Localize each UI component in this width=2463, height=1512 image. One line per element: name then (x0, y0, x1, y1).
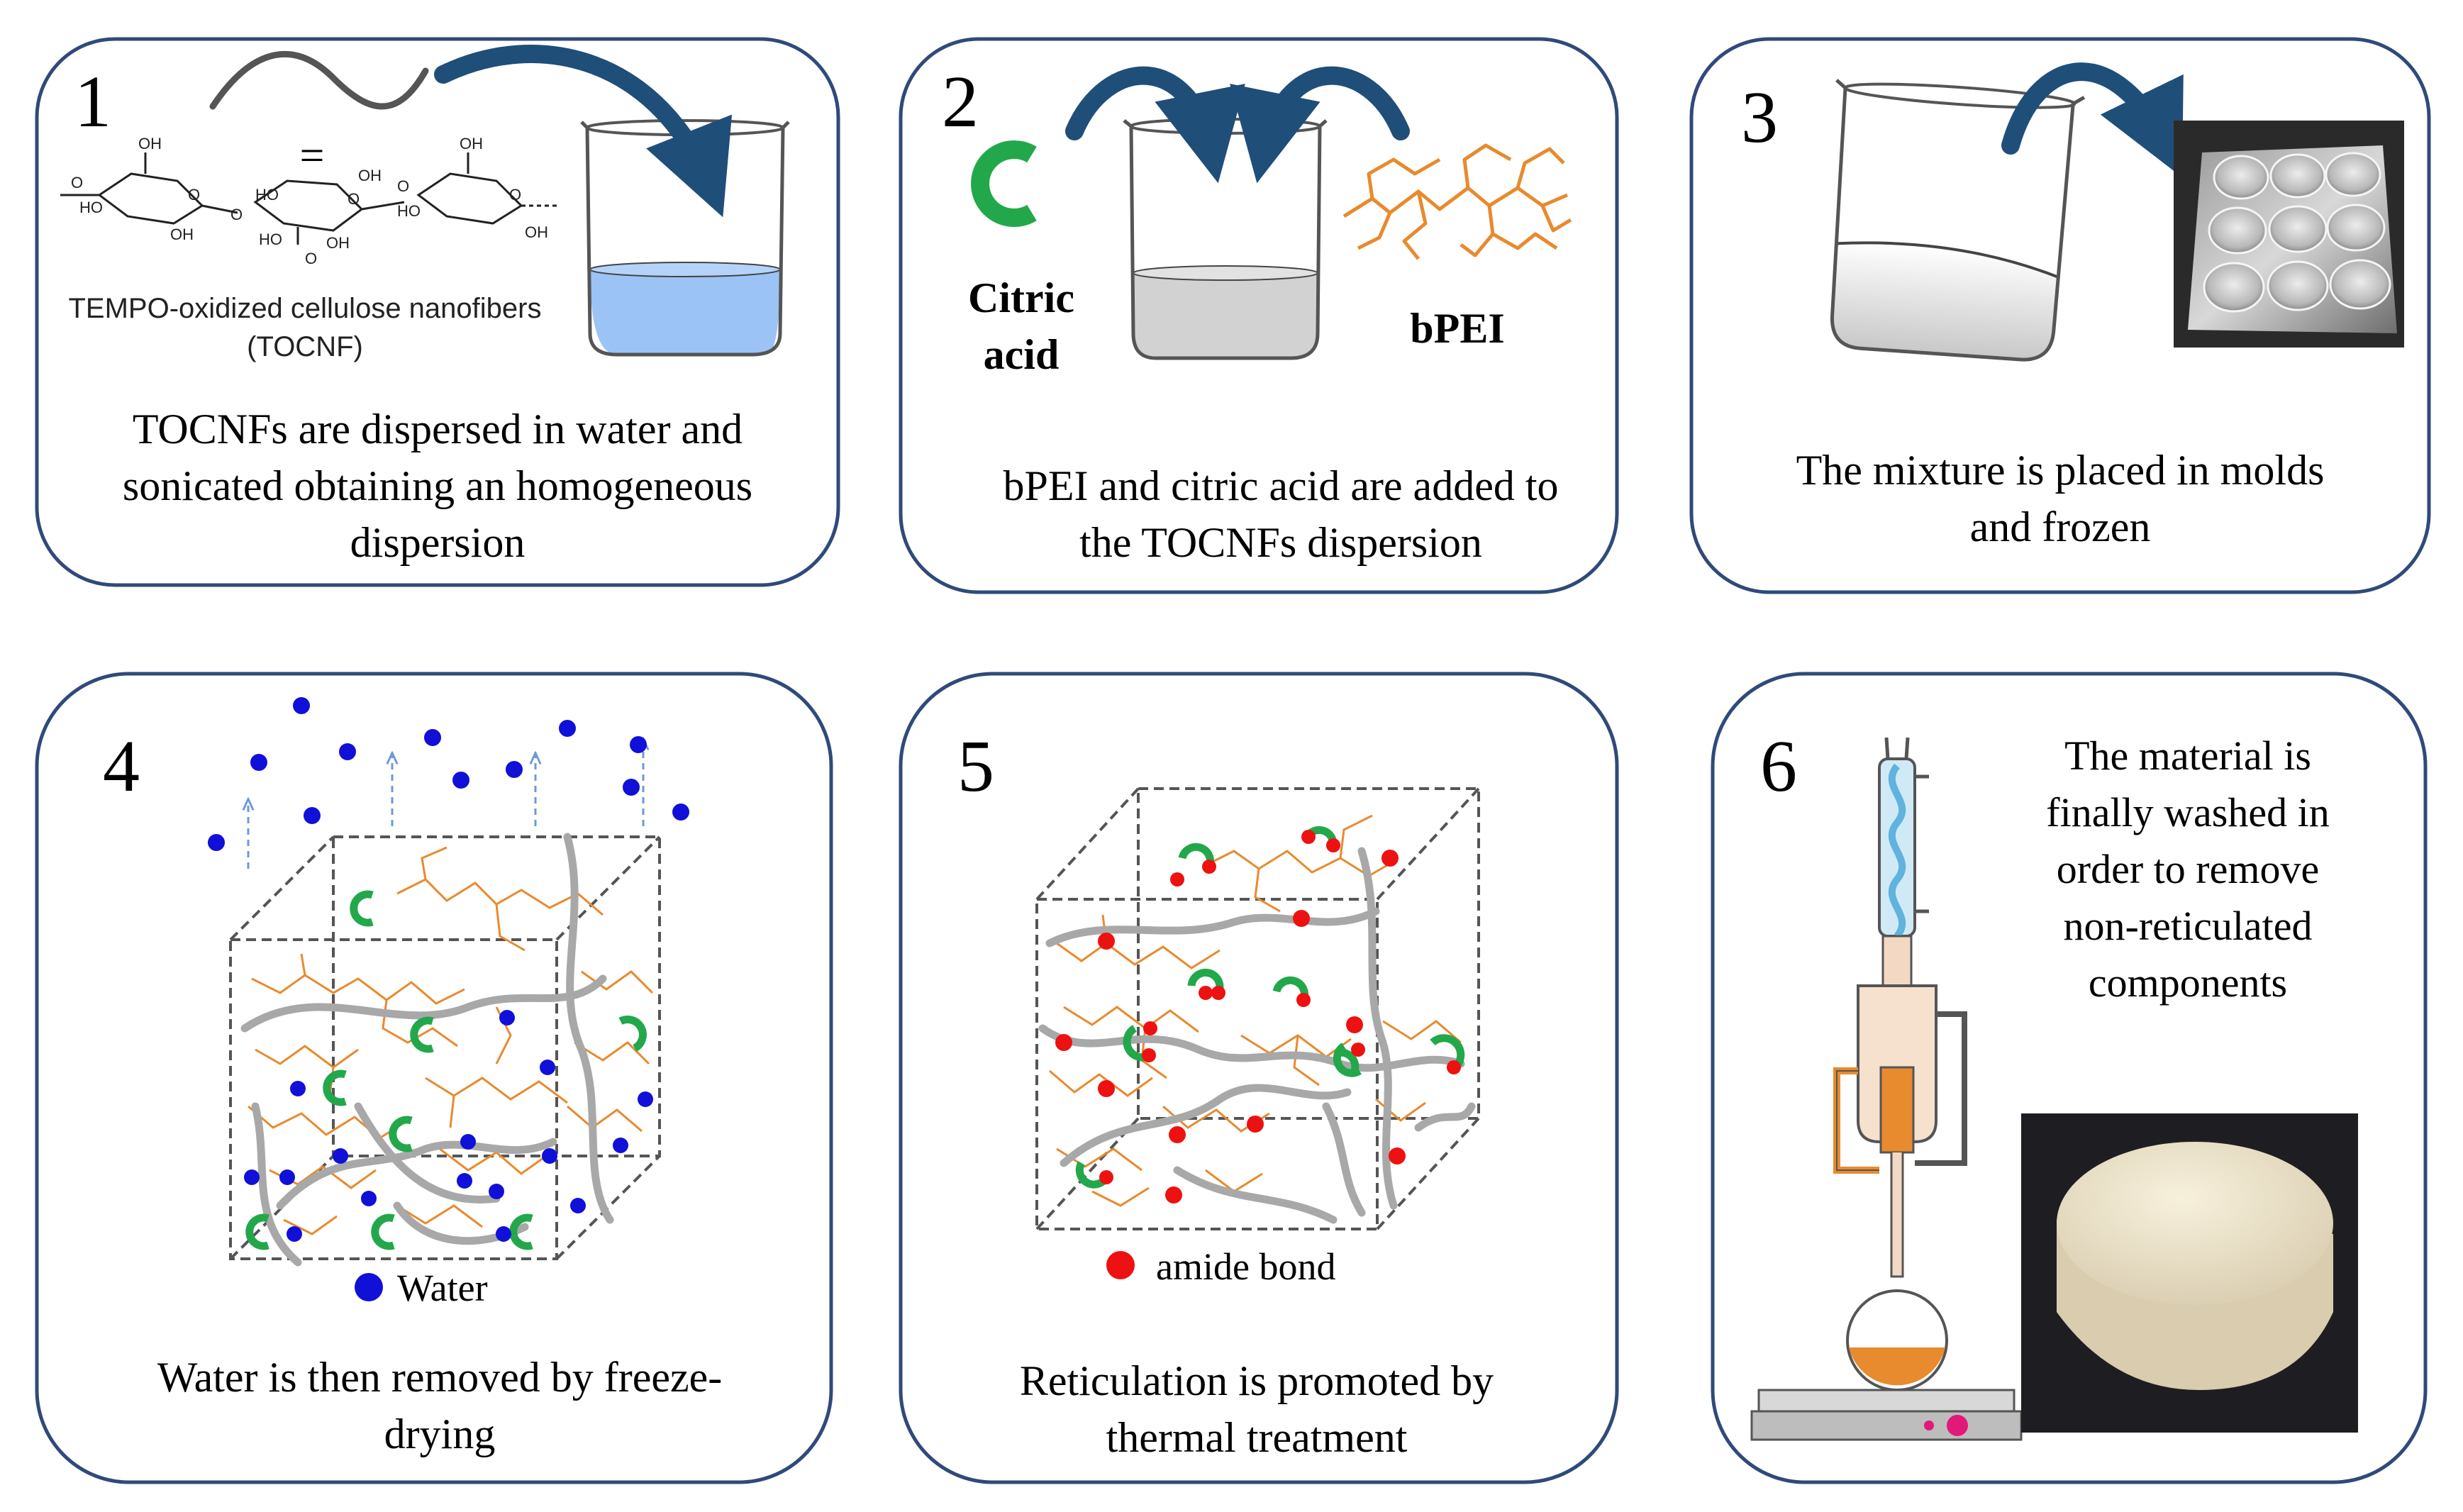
bpei-structure-icon (1342, 143, 1572, 260)
tocnf-fiber-icon (209, 50, 429, 110)
panel-2-caption-line: bPEI and citric acid are added to (1003, 462, 1559, 509)
chem-label: OH (138, 135, 162, 152)
citric-acid-icon (971, 140, 1037, 227)
chem-label: HO (255, 186, 279, 204)
panel-6: 6 The material is finally washed in orde… (1711, 672, 2428, 1484)
panel-3-number: 3 (1741, 77, 1778, 158)
panel-2-number: 2 (942, 61, 979, 143)
panel-1-caption-line: TOCNFs are dispersed in water and (133, 406, 743, 452)
amide-bond-legend-label: amide bond (1156, 1245, 1335, 1288)
panel-6-caption-line: non-reticulated (2063, 903, 2312, 949)
water-legend-label: Water (397, 1267, 488, 1309)
add-bpei-arrow-icon (1230, 66, 1410, 184)
panel-6-caption-line: The material is (2064, 733, 2311, 779)
panel-3-caption-line: The mixture is placed in molds (1796, 447, 2325, 494)
panel-4-caption-line: Water is then removed by freeze- (157, 1354, 722, 1401)
panel-5-frame (899, 672, 1619, 1484)
chem-label: O (230, 206, 243, 223)
chem-label: HO (79, 199, 103, 216)
beaker-mixture-icon (1123, 118, 1328, 360)
soxhlet-apparatus-icon (1750, 737, 2023, 1441)
add-citric-arrow-icon (1065, 66, 1245, 184)
water-legend-dot (355, 1273, 383, 1301)
panel-3-caption-line: and frozen (1970, 504, 2151, 550)
panel-6-caption-line: components (2089, 960, 2287, 1006)
chem-label: OH (170, 226, 194, 243)
panel-1-number: 1 (74, 61, 111, 143)
porous-network-cube (229, 833, 661, 1267)
panel-6-caption-line: order to remove (2057, 846, 2319, 892)
chem-label: O (509, 186, 521, 204)
water-vapor-molecules (208, 697, 689, 851)
chem-label: OH (326, 234, 350, 252)
chem-label: O (348, 190, 360, 208)
tocnf-structure-label: (TOCNF) (247, 331, 363, 362)
panel-4-caption-line: drying (384, 1411, 496, 1457)
tocnf-structure-label: TEMPO-oxidized cellulose nanofibers (69, 293, 542, 324)
chem-label: OH (525, 223, 548, 241)
chem-label: O (397, 177, 409, 195)
chem-label: O (71, 174, 83, 191)
chem-label: O (305, 250, 317, 267)
panel-5-caption-line: Reticulation is promoted by (1020, 1357, 1494, 1404)
panel-3: 3 The mixture (1689, 37, 2431, 594)
chem-label: HO (259, 230, 282, 248)
panel-5: 5 (899, 672, 1619, 1484)
sponge-photo (2021, 1113, 2358, 1433)
panel-2: 2 Citric acid bPEI bPEI and citric acid … (899, 37, 1619, 594)
bpei-label: bPEI (1410, 305, 1504, 352)
panel-1-frame (35, 37, 840, 587)
panel-6-number: 6 (1760, 726, 1797, 807)
amide-bond-legend-dot (1106, 1251, 1135, 1279)
chem-label: OH (460, 135, 483, 152)
tocnf-chemical-structure (60, 152, 560, 245)
crosslinked-network-cube (1035, 787, 1480, 1230)
panel-4-frame (35, 672, 833, 1484)
vapor-arrows (248, 741, 643, 869)
chem-label: O (188, 186, 200, 204)
panel-5-caption-line: thermal treatment (1106, 1414, 1408, 1461)
panel-6-caption-line: finally washed in (2046, 789, 2329, 835)
panel-1-caption-line: sonicated obtaining an homogeneous (123, 462, 752, 509)
chem-label: OH (358, 167, 382, 184)
panel-4-number: 4 (103, 726, 140, 807)
equals-sign: = (300, 132, 325, 180)
panel-1-caption-line: dispersion (350, 519, 526, 566)
well-plate-photo (2174, 121, 2404, 348)
citric-acid-label: acid (984, 331, 1060, 378)
panel-5-number: 5 (957, 726, 994, 807)
panel-1: 1 = OH HO OH O HO OH O HO OH O (35, 37, 840, 587)
pour-arrow-icon (434, 45, 732, 218)
panel-4: 4 (35, 672, 833, 1484)
citric-acid-label: Citric (968, 274, 1074, 321)
chem-label: HO (397, 202, 421, 220)
pour-into-mold-arrow-icon (2001, 62, 2184, 178)
panel-2-caption-line: the TOCNFs dispersion (1079, 519, 1482, 566)
beaker-water-icon (580, 119, 790, 357)
tilted-beaker-icon (1830, 79, 2086, 362)
